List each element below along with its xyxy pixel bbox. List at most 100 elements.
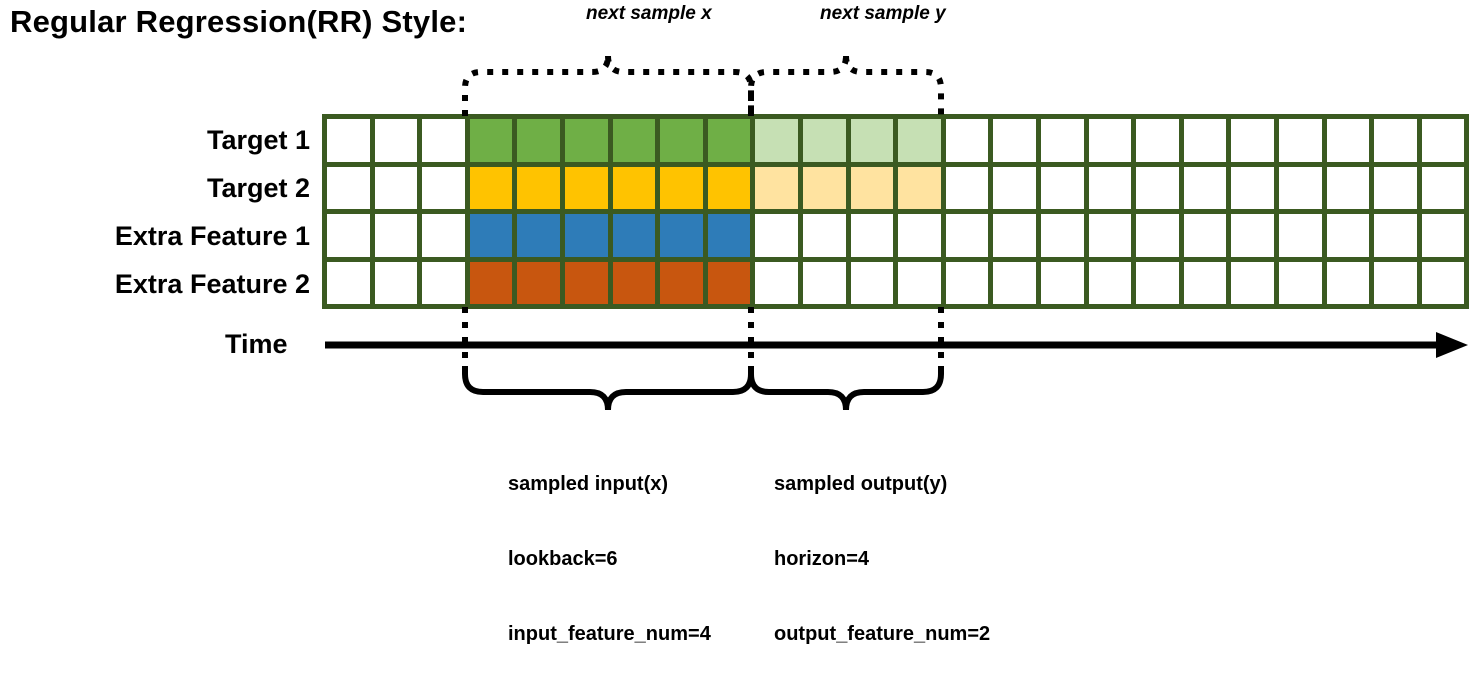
note-input-line-1: sampled input(x)	[508, 473, 669, 495]
grid-cell	[565, 214, 608, 257]
grid-cell	[993, 261, 1036, 304]
grid-cell	[660, 119, 703, 162]
grid-cell	[1231, 214, 1274, 257]
note-input-line-3: input_feature_num=4	[508, 623, 711, 645]
grid-cell	[1279, 119, 1322, 162]
brace-label-next-sample-y: next sample y	[820, 3, 946, 24]
bottom-brace-sampled-input	[462, 366, 754, 411]
grid-cell	[1279, 214, 1322, 257]
grid-cell	[1136, 261, 1179, 304]
grid-cell	[945, 214, 989, 257]
grid-cell	[612, 119, 656, 162]
grid-cell	[1136, 119, 1179, 162]
grid-cell	[1041, 261, 1084, 304]
grid-cell	[660, 261, 703, 304]
grid-cell	[1421, 119, 1465, 162]
grid-cell	[565, 261, 608, 304]
grid-cell	[993, 119, 1036, 162]
grid-cell	[327, 119, 370, 162]
grid-cell	[945, 166, 989, 209]
grid-cell	[374, 166, 418, 209]
grid-cell	[945, 261, 989, 304]
grid-cell	[993, 166, 1036, 209]
note-sampled-output: sampled output(y) horizon=4 output_featu…	[774, 422, 990, 697]
timeseries-grid	[322, 114, 1470, 309]
note-input-line-2: lookback=6	[508, 548, 618, 570]
grid-cell	[803, 119, 846, 162]
grid-cell	[850, 119, 894, 162]
grid-cell	[898, 214, 941, 257]
grid-cell	[1279, 166, 1322, 209]
grid-cell	[327, 214, 370, 257]
diagram-canvas: Regular Regression(RR) Style: Target 1 T…	[10, 3, 1470, 645]
bottom-brace-sampled-output	[748, 366, 944, 411]
grid-cell	[707, 214, 751, 257]
grid-cell	[898, 261, 941, 304]
grid-cell	[1088, 166, 1132, 209]
grid-cell	[374, 261, 418, 304]
grid-cell	[755, 166, 798, 209]
grid-cell	[469, 166, 513, 209]
grid-cell	[422, 166, 465, 209]
grid-cell	[422, 214, 465, 257]
note-output-line-2: horizon=4	[774, 548, 870, 570]
grid-cell	[374, 214, 418, 257]
grid-cell	[1374, 214, 1417, 257]
grid-cell	[565, 119, 608, 162]
grid-cell	[803, 214, 846, 257]
top-brace-next-sample-x	[462, 55, 754, 116]
grid-cell	[993, 214, 1036, 257]
grid-cell	[850, 261, 894, 304]
grid-cell	[755, 261, 798, 304]
row-label-target-2: Target 2	[206, 173, 310, 203]
grid-cell	[803, 166, 846, 209]
grid-cell	[1088, 119, 1132, 162]
grid-cell	[1374, 166, 1417, 209]
grid-cell	[469, 261, 513, 304]
grid-cell	[1183, 214, 1227, 257]
grid-cell	[1326, 261, 1370, 304]
grid-cell	[803, 261, 846, 304]
brace-label-next-sample-x: next sample x	[586, 3, 712, 24]
grid-cell	[755, 214, 798, 257]
grid-cell	[1088, 261, 1132, 304]
grid-cell	[850, 166, 894, 209]
time-axis-label: Time	[225, 329, 288, 359]
grid-cell	[327, 166, 370, 209]
grid-cell	[374, 119, 418, 162]
grid-cell	[660, 166, 703, 209]
grid-cell	[1326, 166, 1370, 209]
note-output-line-3: output_feature_num=2	[774, 623, 991, 645]
grid-cell	[1183, 119, 1227, 162]
grid-cell	[1374, 261, 1417, 304]
grid-cell	[1231, 166, 1274, 209]
grid-cell	[707, 261, 751, 304]
row-label-target-1: Target 1	[206, 125, 310, 155]
grid-cell	[660, 214, 703, 257]
grid-cell	[850, 214, 894, 257]
row-label-extra-feature-1: Extra Feature 1	[114, 221, 310, 251]
note-output-line-1: sampled output(y)	[774, 473, 948, 495]
grid-cell	[945, 119, 989, 162]
top-brace-next-sample-y	[748, 55, 944, 116]
grid-cell	[898, 166, 941, 209]
grid-cell	[612, 261, 656, 304]
time-axis-arrowhead	[1436, 332, 1468, 358]
grid-cell	[1231, 119, 1274, 162]
grid-cell	[1041, 119, 1084, 162]
grid-cell	[1374, 119, 1417, 162]
row-label-extra-feature-2: Extra Feature 2	[114, 269, 310, 299]
grid-cell	[612, 214, 656, 257]
grid-cell	[517, 214, 560, 257]
grid-cell	[1183, 261, 1227, 304]
grid-cell	[612, 166, 656, 209]
grid-cell	[1326, 214, 1370, 257]
grid-cell	[1231, 261, 1274, 304]
grid-cell	[1041, 166, 1084, 209]
grid-cell	[1183, 166, 1227, 209]
grid-cell	[469, 119, 513, 162]
grid-cell	[1326, 119, 1370, 162]
grid-cell	[898, 119, 941, 162]
grid-cell	[1279, 261, 1322, 304]
grid-cell	[707, 119, 751, 162]
